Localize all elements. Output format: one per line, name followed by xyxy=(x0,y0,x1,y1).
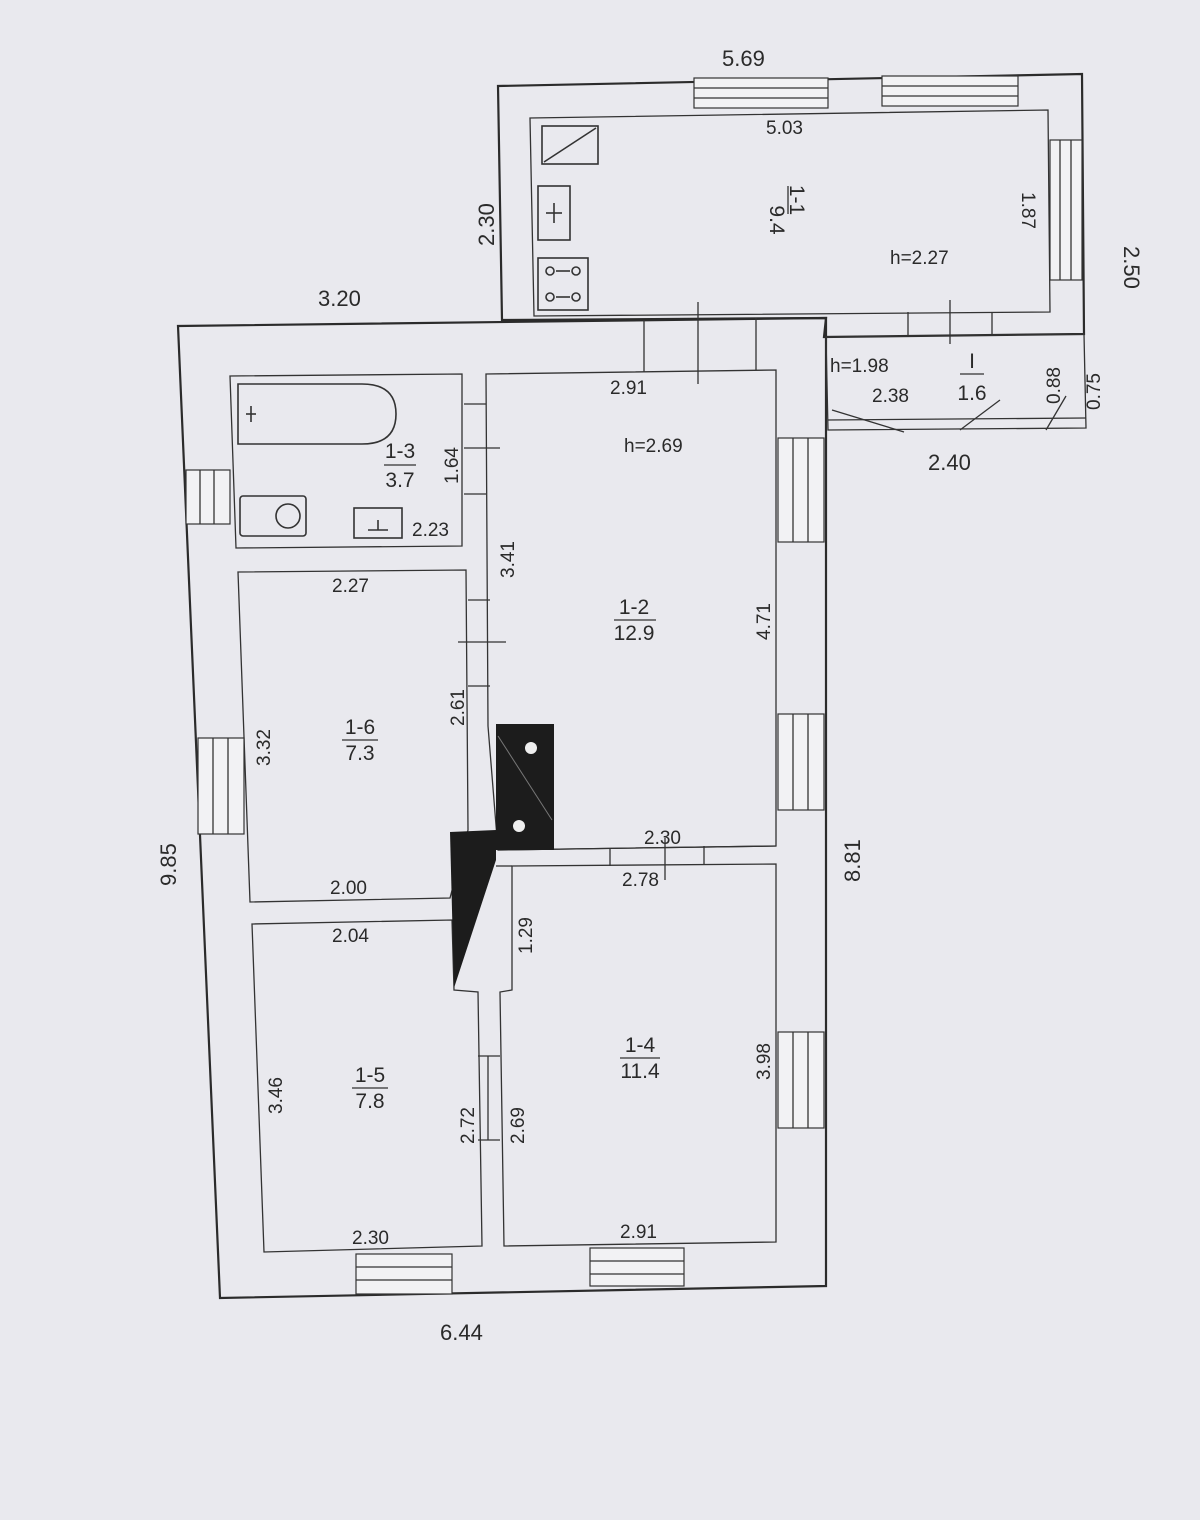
toilet-icon xyxy=(239,495,307,537)
room-1-3-dim-bottom: 2.23 xyxy=(412,520,449,541)
sink-icon xyxy=(353,507,403,539)
room-1-2-id: 1-2 xyxy=(619,596,649,619)
kitchen-sink-icon xyxy=(537,185,571,241)
room-1-5-dim-right: 2.72 xyxy=(458,1107,479,1144)
room-1-6-area: 7.3 xyxy=(345,742,374,765)
room-1-2-dim-bottom: 2.30 xyxy=(644,828,681,849)
room-1-1-id: 1-1 xyxy=(785,185,808,215)
room-1-4-dim-corridor: 1.29 xyxy=(516,917,537,954)
room-1-3-area: 3.7 xyxy=(385,469,414,492)
porch-dim-depth: 0.88 xyxy=(1044,367,1065,404)
porch-dim-outer: 2.40 xyxy=(928,450,971,475)
room-1-6-dim-top: 2.27 xyxy=(332,576,369,597)
porch-height: h=1.98 xyxy=(830,356,889,377)
porch-dim-depth-outer: 0.75 xyxy=(1084,373,1105,410)
room-1-1: 1-1 9.4 h=2.27 5.03 1.87 xyxy=(765,118,1038,269)
room-1-4-id: 1-4 xyxy=(625,1034,656,1057)
dim-house-right: 8.81 xyxy=(840,839,865,882)
outer-walls xyxy=(176,72,1087,1300)
dim-house-top-left: 3.20 xyxy=(318,286,361,311)
room-1-2-dim-top: 2.91 xyxy=(610,378,647,399)
room-1-2-dim-left: 3.41 xyxy=(498,541,519,578)
room-1-5-dim-left: 3.46 xyxy=(266,1077,287,1114)
overall-dimensions: 5.69 2.30 3.20 9.85 6.44 8.81 2.50 xyxy=(156,46,1144,1345)
room-1-1-area: 9.4 xyxy=(765,205,788,235)
porch-dim-length: 2.38 xyxy=(872,386,909,407)
room-1-3-dim-side: 1.64 xyxy=(442,447,463,484)
room-1-4-dim-top: 2.78 xyxy=(622,870,659,891)
room-1-4: 1-4 11.4 2.78 3.98 2.91 2.69 1.29 xyxy=(508,870,775,1243)
room-1-5-dim-bottom: 2.30 xyxy=(352,1228,389,1249)
room-1-1-height: h=2.27 xyxy=(890,248,949,269)
dim-annex-right: 2.50 xyxy=(1119,246,1144,289)
room-1-5-id: 1-5 xyxy=(355,1064,385,1087)
room-1-6-id: 1-6 xyxy=(345,716,375,739)
room-1-4-area: 11.4 xyxy=(620,1060,660,1083)
stove xyxy=(450,724,554,988)
room-1-6-dim-bottom: 2.00 xyxy=(330,878,367,899)
room-1-6: 1-6 7.3 2.27 3.32 2.61 2.00 xyxy=(254,576,469,899)
room-1-4-dim-right: 3.98 xyxy=(754,1043,775,1080)
porch-area: 1.6 xyxy=(957,382,986,405)
dim-annex-height: 2.30 xyxy=(474,203,499,246)
room-1-1-dim-width: 5.03 xyxy=(766,118,803,139)
room-1-2-height: h=2.69 xyxy=(624,436,683,457)
porch-id: I xyxy=(969,350,975,373)
room-1-4-dim-bottom: 2.91 xyxy=(620,1222,657,1243)
room-1-5: 1-5 7.8 2.04 3.46 2.30 2.72 xyxy=(266,926,479,1249)
room-1-2: 1-2 12.9 h=2.69 2.91 3.41 4.71 2.30 xyxy=(498,378,775,849)
cabinet-icon xyxy=(541,125,599,165)
dim-annex-top: 5.69 xyxy=(722,46,765,71)
room-1-3-id: 1-3 xyxy=(385,440,415,463)
room-porch: h=1.98 2.38 I 1.6 0.88 0.75 2.40 xyxy=(830,350,1105,475)
room-1-5-area: 7.8 xyxy=(355,1090,384,1113)
room-1-4-dim-left: 2.69 xyxy=(508,1107,529,1144)
room-1-6-dim-right: 2.61 xyxy=(448,689,469,726)
bathtub-icon xyxy=(237,383,397,445)
windows xyxy=(185,75,1083,1295)
room-1-2-area: 12.9 xyxy=(614,622,655,645)
dim-house-left: 9.85 xyxy=(156,843,181,886)
room-1-6-dim-left: 3.32 xyxy=(254,729,275,766)
room-1-2-dim-right: 4.71 xyxy=(754,603,775,640)
room-1-1-dim-depth: 1.87 xyxy=(1017,192,1038,229)
dim-house-bottom: 6.44 xyxy=(440,1320,483,1345)
room-1-5-dim-top: 2.04 xyxy=(332,926,369,947)
stove-top-icon xyxy=(537,257,589,311)
doors xyxy=(458,300,1067,1141)
fixtures xyxy=(237,125,599,539)
room-1-3: 1-3 3.7 1.64 2.23 xyxy=(384,440,463,541)
